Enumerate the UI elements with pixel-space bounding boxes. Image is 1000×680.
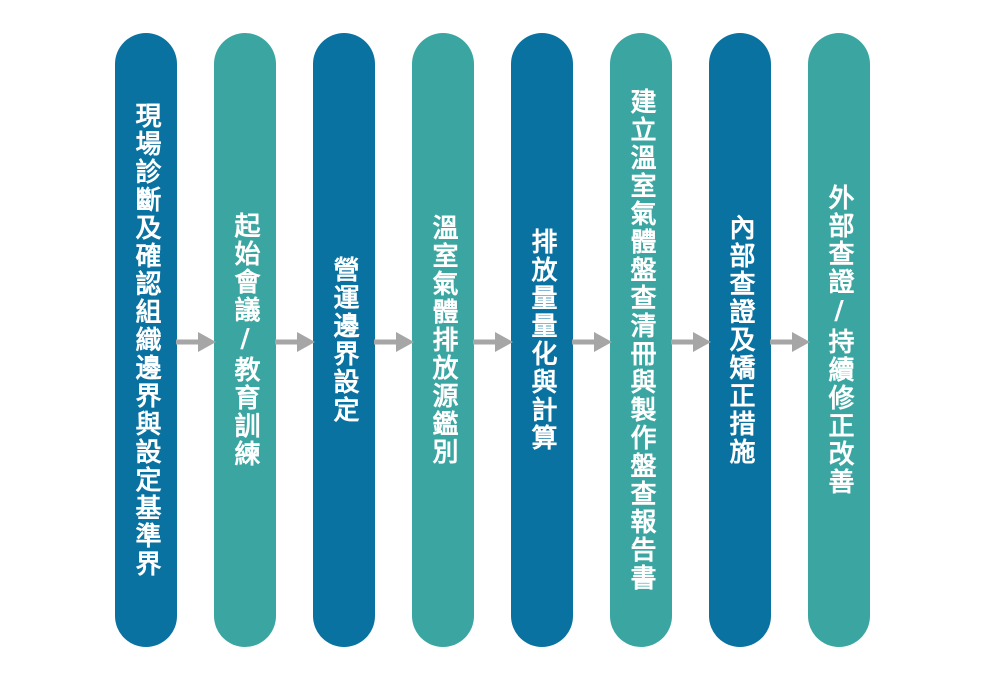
arrow-7-icon <box>770 332 810 352</box>
arrow-1-icon <box>176 332 216 352</box>
arrow-3-icon <box>374 332 414 352</box>
step-5-label: 排放量量化與計算 <box>527 228 557 452</box>
step-6-pill: 建立溫室氣體盤查清冊與製作盤查報告書 <box>610 33 672 647</box>
step-2-label: 起始會議/教育訓練 <box>230 212 260 468</box>
step-6-label: 建立溫室氣體盤查清冊與製作盤查報告書 <box>626 88 656 592</box>
arrow-4-icon <box>473 332 513 352</box>
step-8-label: 外部查證/持續修正改善 <box>824 184 854 496</box>
step-1-pill: 現場診斷及確認組織邊界與設定基準界 <box>115 33 177 647</box>
arrow-2-icon <box>275 332 315 352</box>
step-7-pill: 內部查證及矯正措施 <box>709 33 771 647</box>
step-5-pill: 排放量量化與計算 <box>511 33 573 647</box>
arrow-5-icon <box>572 332 612 352</box>
step-8-pill: 外部查證/持續修正改善 <box>808 33 870 647</box>
step-7-label: 內部查證及矯正措施 <box>725 214 755 466</box>
arrow-6-icon <box>671 332 711 352</box>
step-3-label: 營運邊界設定 <box>329 256 359 424</box>
step-1-label: 現場診斷及確認組織邊界與設定基準界 <box>131 102 161 578</box>
step-3-pill: 營運邊界設定 <box>313 33 375 647</box>
step-4-label: 溫室氣體排放源鑑別 <box>428 214 458 466</box>
step-4-pill: 溫室氣體排放源鑑別 <box>412 33 474 647</box>
step-2-pill: 起始會議/教育訓練 <box>214 33 276 647</box>
